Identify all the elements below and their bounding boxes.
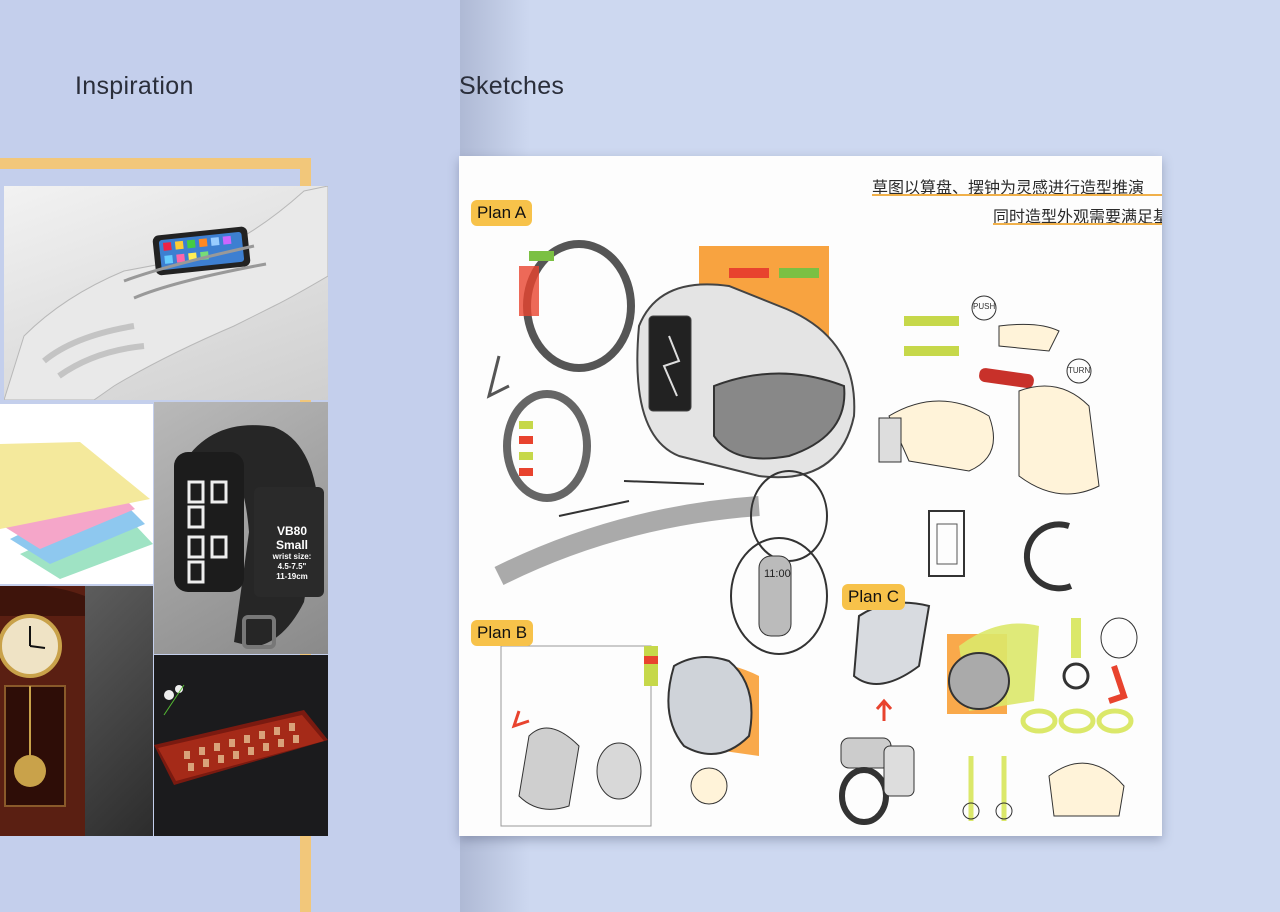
inspiration-image-digital-band: VB80 Small wrist size: 4.5-7.5" 11-19cm [154,402,328,654]
inspiration-image-pendulum-clock [0,586,153,836]
sketch-note-line-1: 草图以算盘、摆钟为灵感进行造型推演 [872,180,1145,197]
plan-a-tag: Plan A [471,200,533,226]
band-label-cm: 11-19cm [276,572,308,581]
band-label-wrist: wrist size: [272,552,312,561]
inspiration-heading: Inspiration [75,72,194,100]
sketch-label-push: PUSH [973,302,996,311]
inspiration-image-abacus [154,655,328,836]
sketch-note-line-2: 同时造型外观需要满足基本功能 [993,209,1162,226]
note-underline-1 [872,194,1162,196]
sketch-sheet: 草图以算盘、摆钟为灵感进行造型推演 同时造型外观需要满足基本功能 Plan A … [459,156,1162,836]
note-underline-2 [993,223,1162,225]
band-label-size: Small [275,538,308,552]
sketch-label-time: 11:00 [764,568,791,580]
plan-b-tag: Plan B [471,620,534,646]
inspiration-image-wrist-phone [4,186,328,400]
sketches-heading: Sketches [459,72,565,100]
inspiration-image-sticky-notes [0,404,153,584]
sketch-label-turn: TURN [1068,366,1091,375]
plan-c-tag: Plan C [842,584,906,610]
band-label-inch: 4.5-7.5" [277,562,307,571]
band-label-model: VB80 [276,524,308,538]
